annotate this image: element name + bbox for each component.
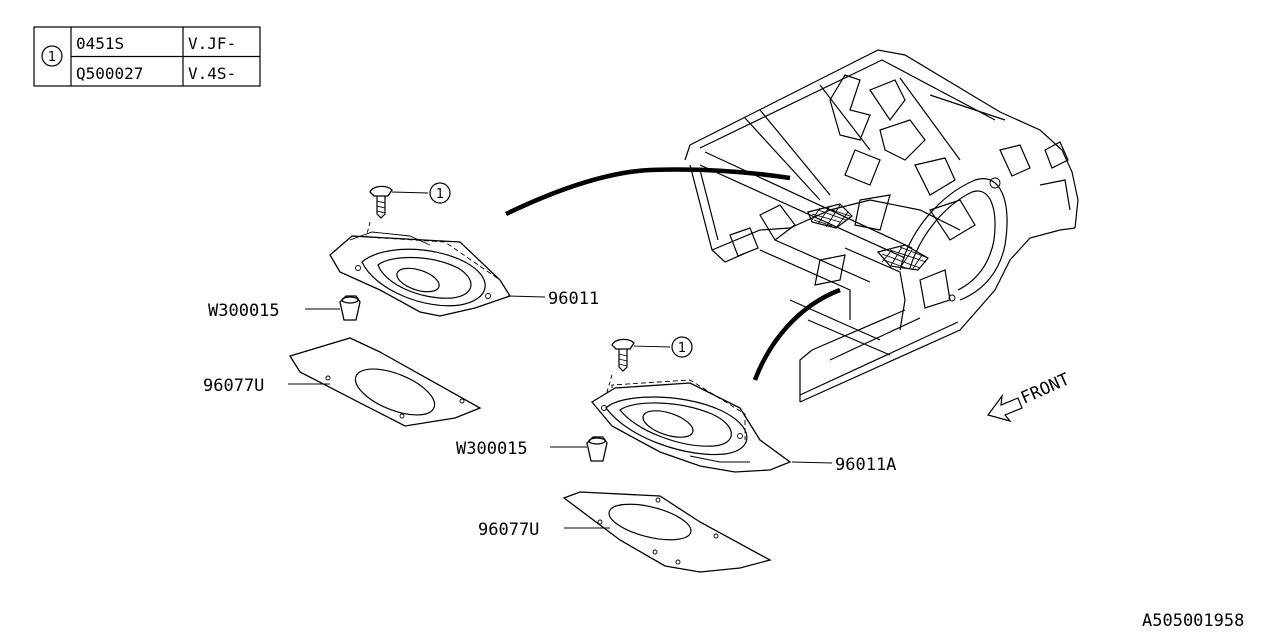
speaker-bracket-upper (329, 235, 511, 317)
label-96077U-lower: 96077U (478, 520, 539, 540)
legend-part-2: Q500027 (76, 64, 143, 83)
label-96077U-upper: 96077U (203, 376, 264, 396)
nut-upper (339, 295, 361, 321)
pad-96077U-lower (562, 491, 772, 573)
speaker-assembly-96011A: 1 96011A W300015 96077U (456, 336, 896, 573)
ref-number-upper: 1 (436, 187, 444, 202)
front-label: FRONT (1018, 369, 1073, 408)
legend-applic-2: V.4S- (188, 64, 236, 83)
diagram-id: A505001958 (1142, 611, 1244, 631)
ref-circle-lower (671, 336, 693, 358)
vehicle-body (684, 49, 1079, 403)
legend-applic-1: V.JF- (188, 34, 236, 53)
speaker-bracket-lower (591, 382, 792, 473)
ref-number-lower: 1 (678, 341, 686, 356)
legend-ref-number: 1 (48, 50, 56, 65)
speaker-mount-area-right (876, 244, 929, 271)
front-direction-indicator: FRONT (986, 369, 1073, 423)
clip-screw-lower (611, 338, 635, 350)
front-arrow-icon (986, 393, 1023, 423)
legend-ref-circle (41, 45, 63, 67)
label-96011A: 96011A (835, 455, 896, 475)
clip-screw-upper (369, 185, 393, 197)
nut-lower (586, 436, 608, 462)
legend-part-1: 0451S (76, 34, 124, 53)
label-w300015-upper: W300015 (208, 301, 280, 321)
label-96011: 96011 (548, 289, 599, 309)
speaker-assembly-96011: 1 96011 W300015 96077U (203, 182, 599, 427)
install-arrow-upper (505, 167, 791, 217)
ref-circle-upper (429, 182, 451, 204)
legend-table: 1 0451S V.JF- Q500027 V.4S- (33, 26, 261, 87)
speaker-mount-area-left (807, 203, 853, 229)
install-arrow-lower (752, 287, 841, 381)
pad-96077U-upper (288, 337, 482, 427)
label-w300015-lower: W300015 (456, 439, 528, 459)
